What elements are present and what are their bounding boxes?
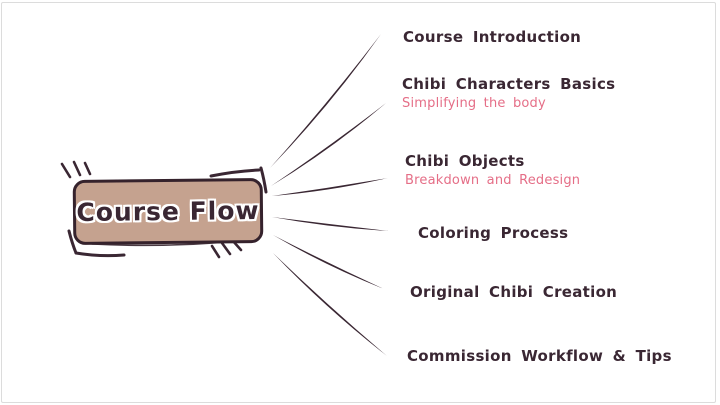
- branch-item-course-introduction: Course Introduction: [403, 28, 581, 46]
- emphasis-mark: [210, 244, 221, 259]
- branch-subtitle: Breakdown and Redesign: [405, 173, 581, 188]
- branch-connector-line: [272, 217, 389, 231]
- branch-item-coloring-process: Coloring Process: [418, 224, 568, 242]
- branch-label: Coloring Process: [418, 224, 569, 242]
- branch-item-chibi-objects: Chibi Objects Breakdown and Redesign: [405, 152, 580, 188]
- branch-subtitle: Simplifying the body: [402, 96, 546, 111]
- emphasis-mark: [83, 161, 92, 176]
- branch-label: Course Introduction: [403, 28, 582, 46]
- course-flow-node: Course Flow: [72, 178, 264, 245]
- corner-bracket: [74, 251, 126, 258]
- branch-connector-line: [273, 253, 387, 356]
- branch-label: Commission Workflow & Tips: [407, 347, 672, 365]
- branch-item-commission-workflow-tips: Commission Workflow & Tips: [407, 347, 672, 365]
- branch-connector-line: [271, 103, 386, 186]
- branch-label: Chibi Characters Basics: [402, 75, 616, 93]
- branch-label: Chibi Objects: [405, 152, 525, 170]
- root-node-label: Course Flow: [76, 196, 260, 227]
- emphasis-mark: [72, 160, 82, 177]
- branch-connector-line: [273, 235, 384, 289]
- branch-connector-line: [270, 34, 381, 168]
- branch-connector-line: [272, 178, 388, 196]
- branch-label: Original Chibi Creation: [410, 283, 618, 301]
- emphasis-mark: [60, 162, 72, 179]
- corner-bracket: [209, 168, 261, 178]
- branch-item-original-chibi-creation: Original Chibi Creation: [410, 283, 617, 301]
- branch-item-chibi-characters-basics: Chibi Characters Basics Simplifying the …: [402, 75, 615, 111]
- emphasis-mark: [220, 241, 232, 256]
